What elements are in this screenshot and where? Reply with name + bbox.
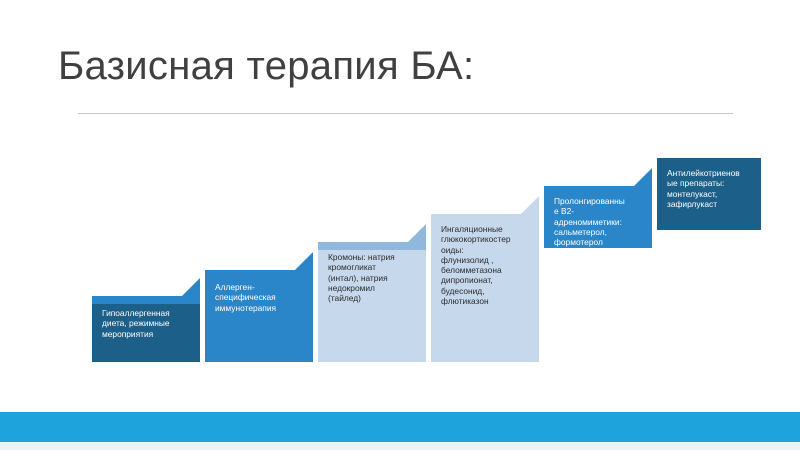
step-arrow-icon: [521, 196, 539, 214]
step-accent-bar: [205, 270, 313, 278]
step-box: [92, 304, 200, 362]
step-label: Антилейкотриенов ые препараты: монтелука…: [667, 168, 740, 209]
therapy-step-1: Гипоаллергенная диета, режимные мероприя…: [92, 278, 200, 362]
step-label: Аллерген- специфическая иммунотерапия: [215, 282, 277, 313]
step-box: [544, 194, 652, 248]
step-accent-bar: [544, 186, 652, 194]
step-label: Ингаляционные глюкокортикостер оиды: флу…: [441, 224, 511, 307]
step-arrow-icon: [408, 224, 426, 242]
step-arrow-icon: [182, 278, 200, 296]
step-arrow-icon: [295, 252, 313, 270]
title-divider: [78, 113, 733, 114]
step-arrow-icon: [634, 168, 652, 186]
therapy-step-5: Пролонгированны е В2- адреномиметики: са…: [544, 168, 652, 248]
step-accent-bar: [92, 296, 200, 304]
therapy-step-2: Аллерген- специфическая иммунотерапия: [205, 252, 313, 362]
step-accent-bar: [431, 214, 539, 222]
step-accent-bar: [318, 242, 426, 250]
footer-accent-bar: [0, 412, 800, 442]
footer-strip: [0, 442, 800, 450]
step-box: [318, 250, 426, 362]
therapy-step-3: Кромоны: натрия кромогликат (интал), нат…: [318, 224, 426, 362]
therapy-step-4: Ингаляционные глюкокортикостер оиды: флу…: [431, 196, 539, 362]
step-box: [657, 166, 761, 230]
therapy-step-6: Антилейкотриенов ые препараты: монтелука…: [657, 158, 761, 230]
step-accent-bar: [657, 158, 761, 166]
step-box: [205, 278, 313, 362]
step-label: Гипоаллергенная диета, режимные мероприя…: [102, 308, 170, 339]
step-label: Кромоны: натрия кромогликат (интал), нат…: [328, 252, 395, 304]
step-box: [431, 222, 539, 362]
page-title: Базисная терапия БА:: [58, 44, 475, 88]
step-label: Пролонгированны е В2- адреномиметики: са…: [554, 196, 625, 248]
